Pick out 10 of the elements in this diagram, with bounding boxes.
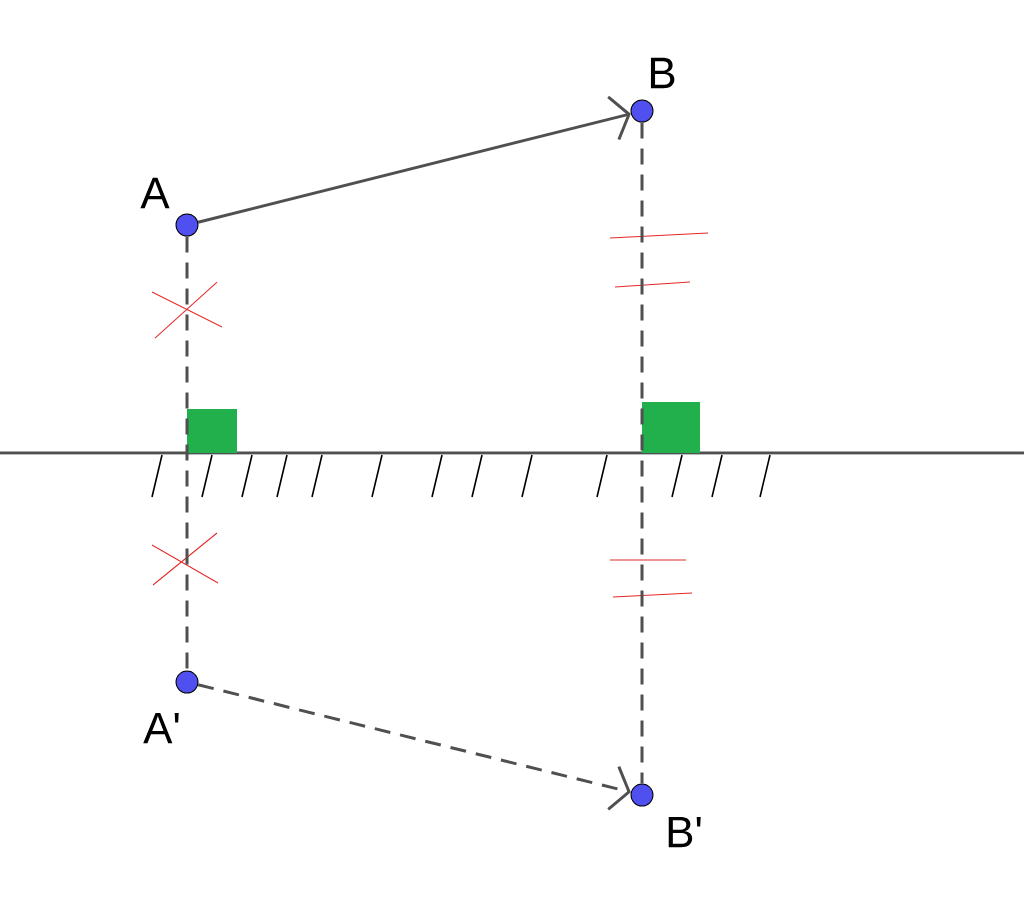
point-label: B' xyxy=(668,816,701,848)
point-label: A xyxy=(140,177,170,209)
arrow xyxy=(197,683,631,811)
point-label: B xyxy=(650,57,675,89)
arrow xyxy=(197,95,631,224)
point xyxy=(175,670,199,694)
point-label: A' xyxy=(143,712,179,744)
point xyxy=(630,783,654,807)
point xyxy=(630,99,654,123)
point xyxy=(175,213,199,237)
